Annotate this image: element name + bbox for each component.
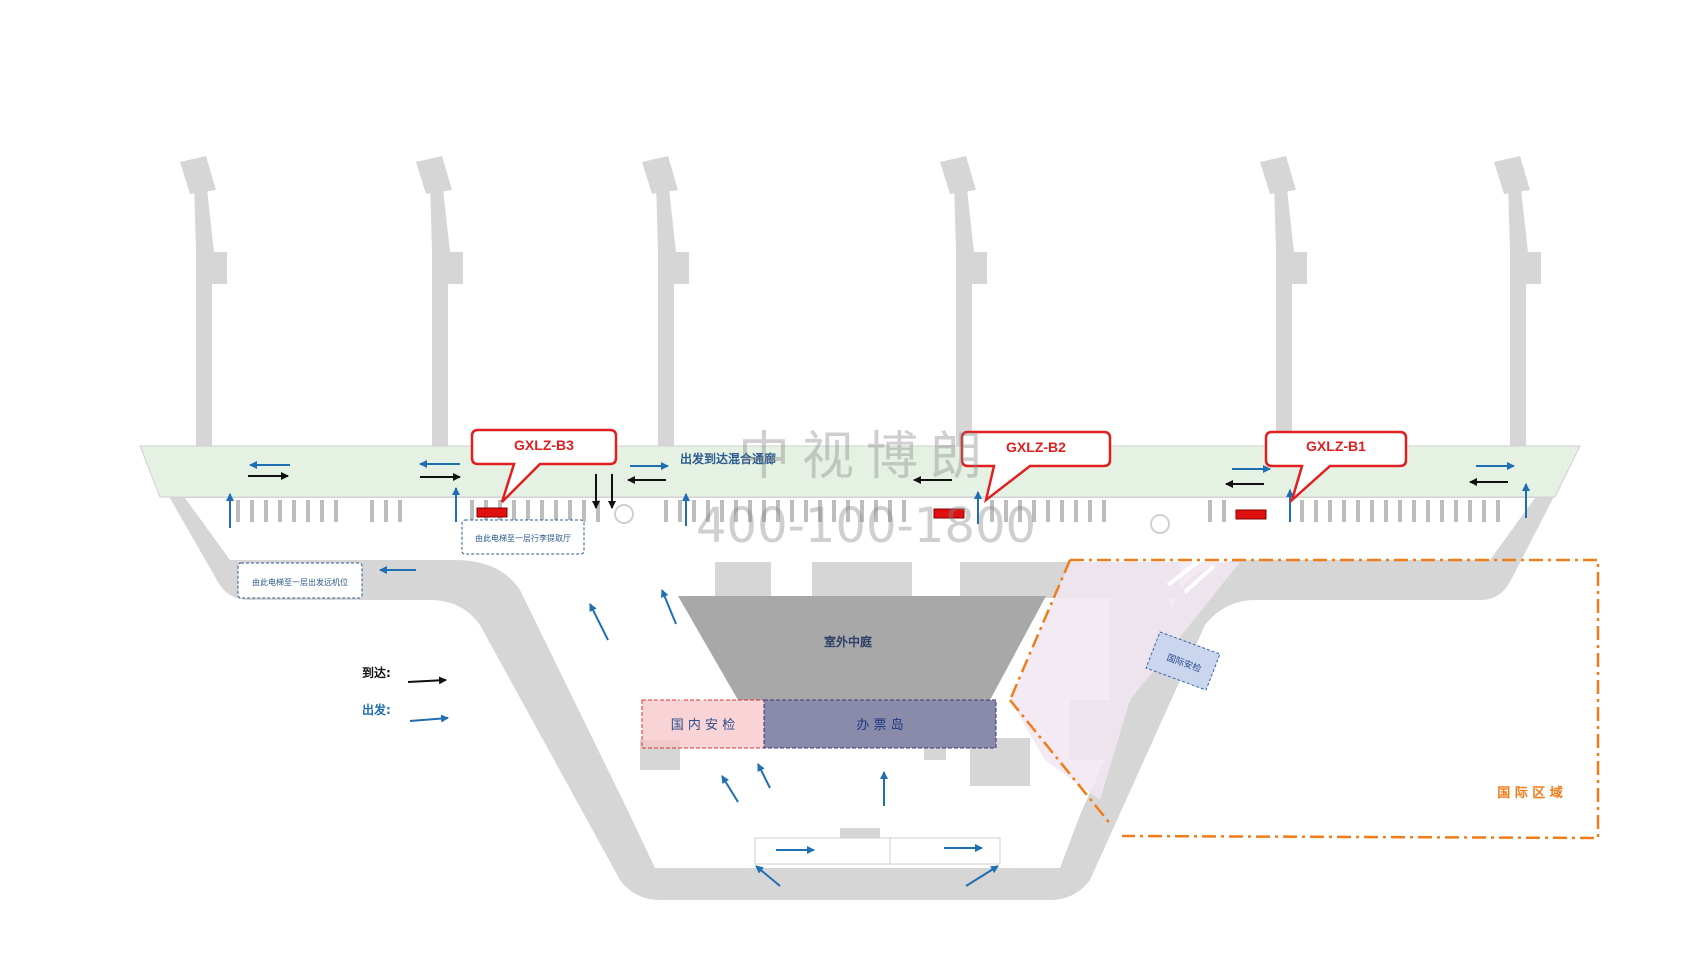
watermark-phone: 400-100-1800 xyxy=(696,498,1036,554)
elevator-note-baggage: 由此电梯至一层行李提取厅 xyxy=(461,519,585,555)
watermark-name: 中视博朗 xyxy=(738,427,994,487)
departure-arrows xyxy=(226,460,1530,887)
corridor-circles xyxy=(614,504,1170,534)
jet-bridges xyxy=(180,156,1541,446)
legend-departure-arrow xyxy=(409,714,449,723)
callout-b1-label: GXLZ-B1 xyxy=(1306,438,1366,454)
callout-b3[interactable]: GXLZ-B3 xyxy=(470,428,618,503)
elevator-note-remote-text: 由此电梯至一层出发远机位 xyxy=(252,577,348,587)
outdoor-courtyard: 室外中庭 xyxy=(678,596,1046,700)
callout-b2-label: GXLZ-B2 xyxy=(1006,439,1066,455)
watermark: 中视博朗 400-100-1800 xyxy=(696,427,1036,554)
corridor-stripes xyxy=(236,500,1500,522)
legend-arrival-label: 到达: xyxy=(362,665,391,680)
international-area-border-diagonal-2 xyxy=(1009,699,1113,827)
escalator-lanes xyxy=(620,558,1216,702)
callout-b3-label: GXLZ-B3 xyxy=(514,437,574,453)
elevator-note-remote: 由此电梯至一层出发远机位 xyxy=(237,562,363,599)
ad-markers xyxy=(476,507,1267,520)
international-area-label: 国 际 区 域 xyxy=(1497,785,1563,801)
jet-bridge-4 xyxy=(940,156,987,446)
legend-arrival-arrow xyxy=(407,676,447,685)
ad-marker-b3[interactable] xyxy=(476,507,508,518)
ticketing-island-label: 办 票 岛 xyxy=(856,717,903,733)
ticketing-island-zone: 办 票 岛 xyxy=(763,699,997,749)
ad-marker-b1[interactable] xyxy=(1235,509,1267,520)
jet-bridge-6 xyxy=(1494,156,1541,446)
international-area-border xyxy=(1070,558,1600,840)
jet-bridge-2 xyxy=(416,156,463,446)
ad-marker-b2[interactable] xyxy=(933,508,965,519)
jet-bridge-1 xyxy=(180,156,227,446)
callout-b2[interactable]: GXLZ-B2 xyxy=(960,430,1112,504)
international-security: 国际安检 xyxy=(1145,631,1221,691)
domestic-security-label: 国 内 安 检 xyxy=(671,717,735,733)
corridor-label: 出发到达混合通廊 xyxy=(680,451,776,466)
jet-bridge-5 xyxy=(1260,156,1307,446)
international-zone-fill xyxy=(1010,562,1240,800)
elevator-note-baggage-text: 由此电梯至一层行李提取厅 xyxy=(475,533,571,543)
jet-bridge-3 xyxy=(642,156,689,446)
domestic-security-zone: 国 内 安 检 xyxy=(641,699,765,749)
legend-departure-label: 出发: xyxy=(362,702,391,717)
legend: 到达: 出发: xyxy=(362,665,449,723)
courtyard-label: 室外中庭 xyxy=(824,634,872,649)
arrival-arrows xyxy=(248,472,1508,509)
callout-b1[interactable]: GXLZ-B1 xyxy=(1264,430,1408,504)
